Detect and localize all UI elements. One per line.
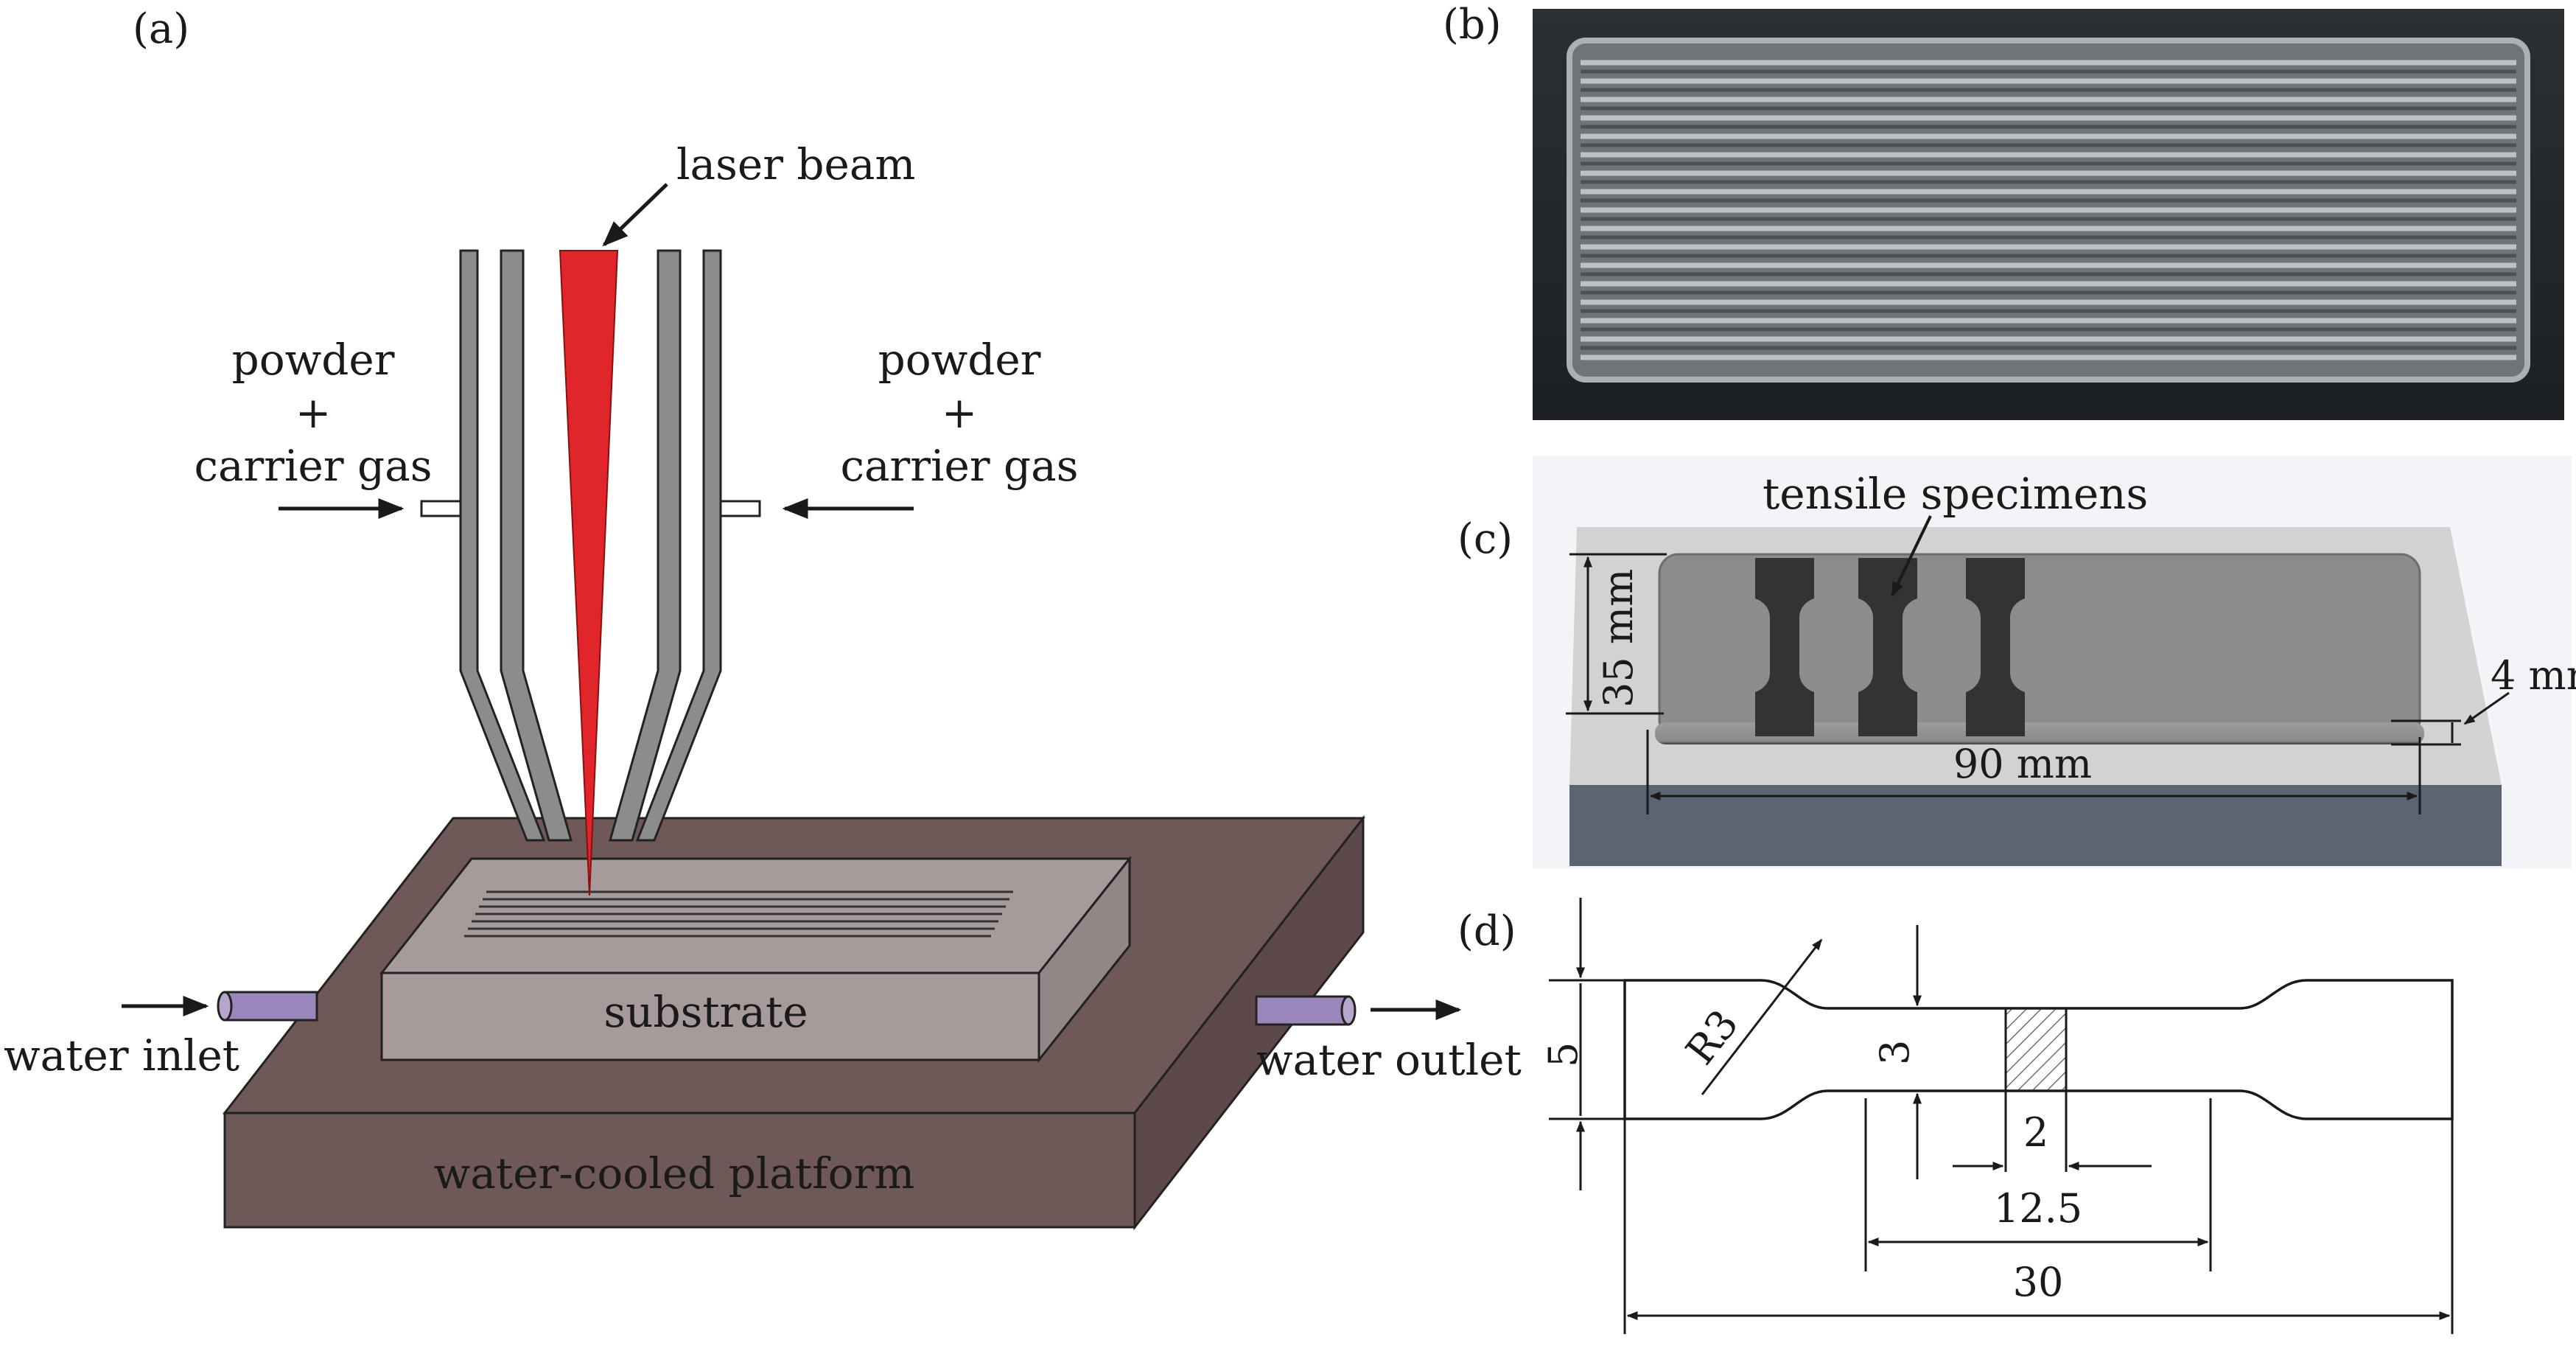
dim-total-length-label: 30 (2013, 1259, 2064, 1305)
dim-90mm (1646, 730, 2421, 814)
dim-35mm-label: 35 mm (1595, 569, 1642, 708)
dim-4mm-label: 4 mm (2491, 652, 2576, 699)
platform-label: water-cooled platform (434, 1148, 915, 1198)
water-outlet-pipe (1255, 995, 1357, 1026)
substrate-top (379, 857, 1133, 974)
powder-left-label: powder + carrier gas (194, 335, 432, 491)
svg-text:powder: powder (878, 335, 1041, 385)
tensile-specimens-arrow (1891, 515, 1932, 597)
substrate-side (1037, 855, 1131, 1064)
deposited-tracks (464, 890, 1013, 938)
nozzle (459, 249, 722, 842)
substrate-label: substrate (603, 987, 808, 1037)
svg-text:+: + (295, 388, 332, 438)
radius-leader (1701, 938, 1823, 1095)
deposit-track-shadows (1581, 69, 2516, 350)
svg-text:carrier gas: carrier gas (840, 441, 1078, 491)
dim-width (1549, 898, 1625, 1190)
dim-section (1953, 1091, 2152, 1172)
water-inlet-pipe (217, 991, 318, 1022)
deposit-plate-edge (1655, 722, 2424, 744)
panel-c-label: (c) (1457, 515, 1513, 563)
platform-front (223, 1112, 1136, 1229)
specimen-section (2004, 1007, 2068, 1092)
tensile-specimen-3 (1966, 558, 2025, 736)
tensile-specimens-label: tensile specimens (1763, 469, 2148, 519)
gas-inlets (420, 500, 761, 517)
tensile-specimen-2 (1858, 558, 1917, 736)
dim-35mm (1566, 553, 1667, 715)
panel-d: (d) 5 R3 3 2 (1457, 898, 2454, 1334)
panel-b-label: (b) (1443, 1, 1502, 49)
dim-4mm (2391, 691, 2510, 746)
dim-section-label: 2 (2023, 1109, 2048, 1156)
water-inlet-label: water inlet (4, 1030, 239, 1081)
laser-beam-label: laser beam (676, 139, 915, 189)
deposit-tracks (1581, 60, 2516, 360)
dim-gauge-length-label: 12.5 (1994, 1185, 2082, 1232)
powder-right-label: powder + carrier gas (840, 335, 1078, 491)
svg-text:powder: powder (232, 335, 395, 385)
svg-text:carrier gas: carrier gas (194, 441, 432, 491)
laser-beam (559, 250, 619, 896)
svg-text:+: + (942, 388, 978, 438)
substrate: substrate (379, 855, 1133, 1064)
panel-d-label: (d) (1457, 907, 1516, 955)
platform-side (1133, 814, 1365, 1231)
water-outlet-label: water outlet (1256, 1035, 1522, 1085)
dim-gauge-width-label: 3 (1872, 1040, 1918, 1065)
panel-b: (b) (1443, 1, 2564, 420)
panel-a-label: (a) (133, 5, 189, 53)
dim-total-length (1623, 1119, 2454, 1334)
tensile-specimen-1 (1755, 558, 1814, 736)
laser-beam-arrow (602, 183, 668, 247)
dim-90mm-label: 90 mm (1953, 741, 2092, 787)
tensile-specimens (1755, 558, 2025, 736)
panel-c: (c) tensile specimens 35 mm 4 (1457, 456, 2576, 868)
dim-gauge-length (1864, 1098, 2212, 1271)
dim-width-label: 5 (1540, 1042, 1586, 1067)
panel-a: (a) water-cooled platform water inlet wa… (4, 5, 1522, 1231)
